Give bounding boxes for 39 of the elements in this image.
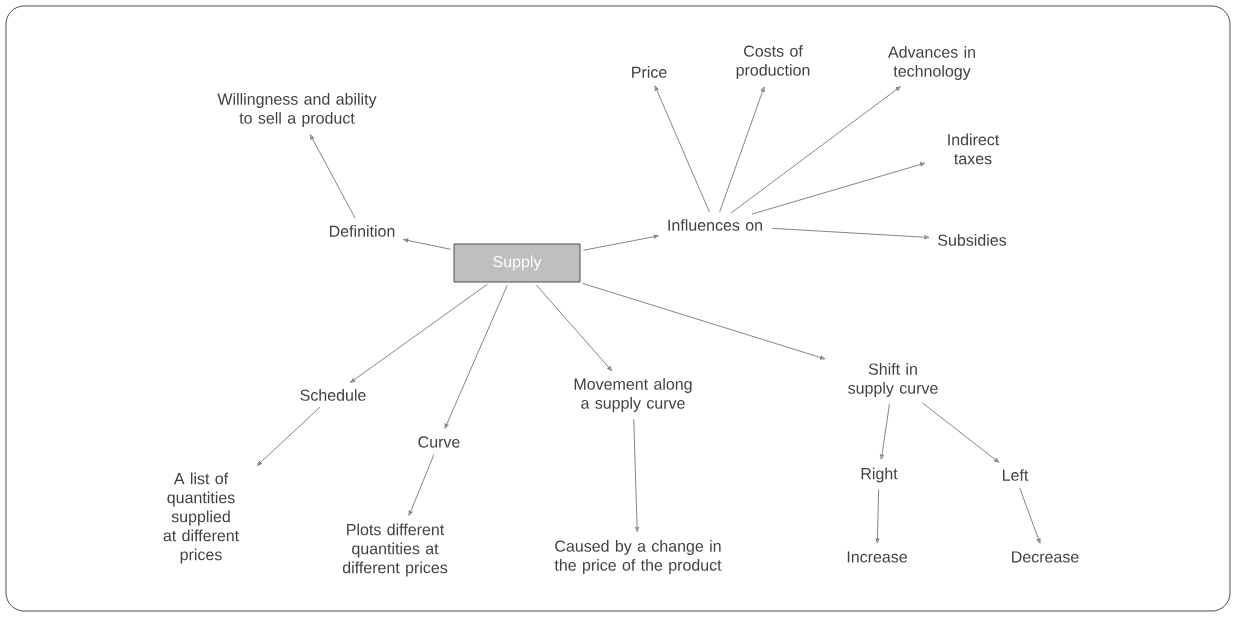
arrow <box>922 402 1000 463</box>
concept-label: Price <box>632 66 667 78</box>
concept-label: Definition <box>330 225 395 237</box>
arrow <box>309 134 356 219</box>
arrow <box>633 418 640 533</box>
concept-label: A list of quantities supplied at different prices <box>163 472 239 564</box>
arrow <box>444 284 508 429</box>
arrow <box>403 238 451 250</box>
arrow <box>583 234 659 251</box>
concept-box: Supply <box>453 243 581 283</box>
concept-label: Advances in technology <box>888 46 975 80</box>
arrow <box>875 489 880 544</box>
concept-label: Increase <box>847 551 907 563</box>
concept-label: Shift in supply curve <box>848 363 938 397</box>
concept-label: Willingness and ability to sell a product <box>217 93 377 127</box>
arrow <box>350 283 488 383</box>
concept-label: Plots different quantities at different prices <box>342 523 448 577</box>
concept-label: Influences on <box>668 219 762 231</box>
concept-label: Decrease <box>1012 551 1079 563</box>
concept-label: Curve <box>418 436 460 448</box>
concept-label: Caused by a change in the price of the product <box>554 540 722 574</box>
arrow <box>880 403 890 460</box>
arrow <box>771 227 930 240</box>
arrow <box>1019 487 1041 544</box>
arrow <box>719 86 765 213</box>
arrow <box>654 85 710 213</box>
concept-label: Movement along a supply curve <box>574 378 692 412</box>
arrow <box>256 406 321 466</box>
arrow <box>408 454 435 516</box>
arrow <box>751 162 926 215</box>
concept-label: Schedule <box>300 389 366 401</box>
arrow <box>582 283 826 360</box>
arrow <box>535 284 613 372</box>
concept-label: Costs of production <box>736 45 810 79</box>
arrow <box>730 86 901 214</box>
concept-label: Subsidies <box>938 234 1007 246</box>
concept-label: Indirect taxes <box>948 133 1000 165</box>
concept-label: Left <box>1003 469 1029 481</box>
concept-label: Right <box>861 467 898 483</box>
